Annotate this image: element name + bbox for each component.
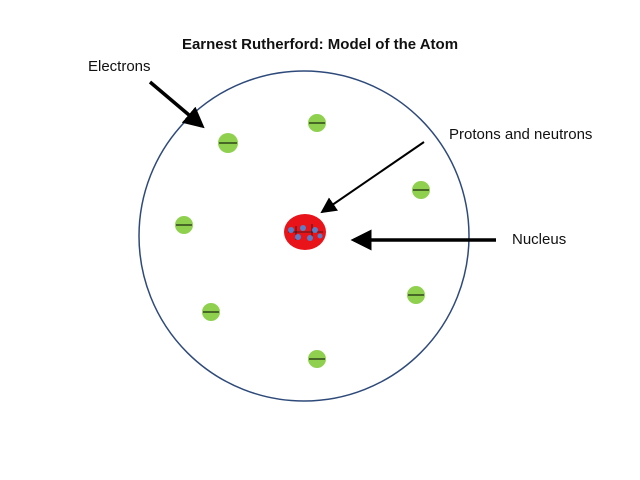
electron <box>308 350 326 368</box>
electron <box>175 216 193 234</box>
proton <box>312 227 318 233</box>
proton <box>288 227 294 233</box>
electron <box>202 303 220 321</box>
electrons-label: Electrons <box>88 58 151 75</box>
protons-neutrons-arrow <box>320 141 425 214</box>
neutron <box>295 234 301 240</box>
neutron <box>317 233 323 239</box>
proton <box>307 235 313 241</box>
atom-boundary <box>138 70 470 402</box>
electron <box>308 114 326 132</box>
electron <box>412 181 430 199</box>
electrons-arrow <box>148 80 205 129</box>
diagram-title: Earnest Rutherford: Model of the Atom <box>181 36 459 53</box>
electron <box>218 133 238 153</box>
neutron <box>300 225 306 231</box>
nucleus-label: Nucleus <box>512 231 567 248</box>
electron <box>407 286 425 304</box>
nucleus <box>284 214 326 250</box>
protons-neutrons-label: Protons and neutrons <box>449 126 593 143</box>
